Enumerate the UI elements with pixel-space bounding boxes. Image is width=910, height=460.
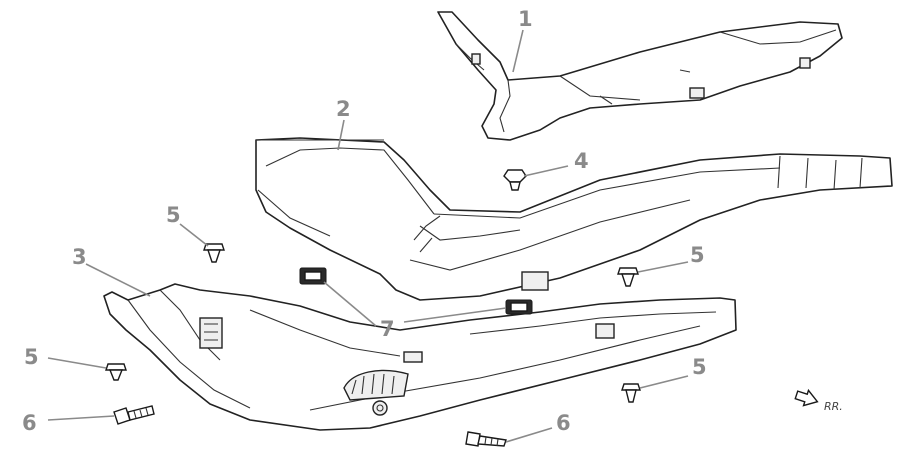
fastener-clip-5d	[621, 383, 641, 403]
leader-2	[337, 119, 345, 151]
leader-5a	[179, 223, 209, 247]
fastener-screw-6b	[465, 431, 507, 447]
leader-7a	[323, 281, 377, 327]
callout-7: 7	[380, 317, 395, 341]
callout-5a: 5	[166, 203, 181, 227]
callout-4: 4	[574, 149, 589, 173]
leader-3	[85, 263, 151, 297]
leader-1	[512, 29, 524, 73]
callout-5c: 5	[24, 345, 39, 369]
direction-indicator: RR.	[794, 388, 843, 413]
fastener-clip-5c	[105, 363, 127, 381]
fastener-clip-5a	[203, 243, 225, 263]
leader-5d	[639, 375, 689, 389]
callout-labels: 1 2 3 4 5 5 5 5 6 6 7	[22, 7, 707, 435]
callout-6a: 6	[22, 411, 37, 435]
part-1-upper-cover	[437, 11, 843, 141]
leader-lines	[47, 29, 689, 443]
part-3-lower-cover	[103, 283, 737, 431]
fastener-nut-7a	[299, 267, 327, 285]
leader-5b	[637, 261, 689, 273]
callout-5b: 5	[690, 243, 705, 267]
direction-arrow-icon	[794, 388, 819, 407]
leader-4	[523, 165, 569, 177]
callout-1: 1	[518, 7, 533, 31]
callout-5d: 5	[692, 355, 707, 379]
leader-6b	[505, 427, 553, 443]
leader-7b	[403, 307, 507, 323]
fastener-screw-4	[503, 169, 527, 191]
leader-6a	[47, 415, 115, 421]
fastener-nut-7b	[505, 299, 533, 315]
callout-6b: 6	[556, 411, 571, 435]
fastener-screw-6a	[113, 405, 155, 425]
direction-label: RR.	[824, 400, 843, 413]
leader-5c	[47, 357, 107, 369]
part-2-main-panel	[255, 137, 893, 301]
callout-2: 2	[336, 97, 351, 121]
callout-3: 3	[72, 245, 87, 269]
fastener-clip-5b	[617, 267, 639, 287]
